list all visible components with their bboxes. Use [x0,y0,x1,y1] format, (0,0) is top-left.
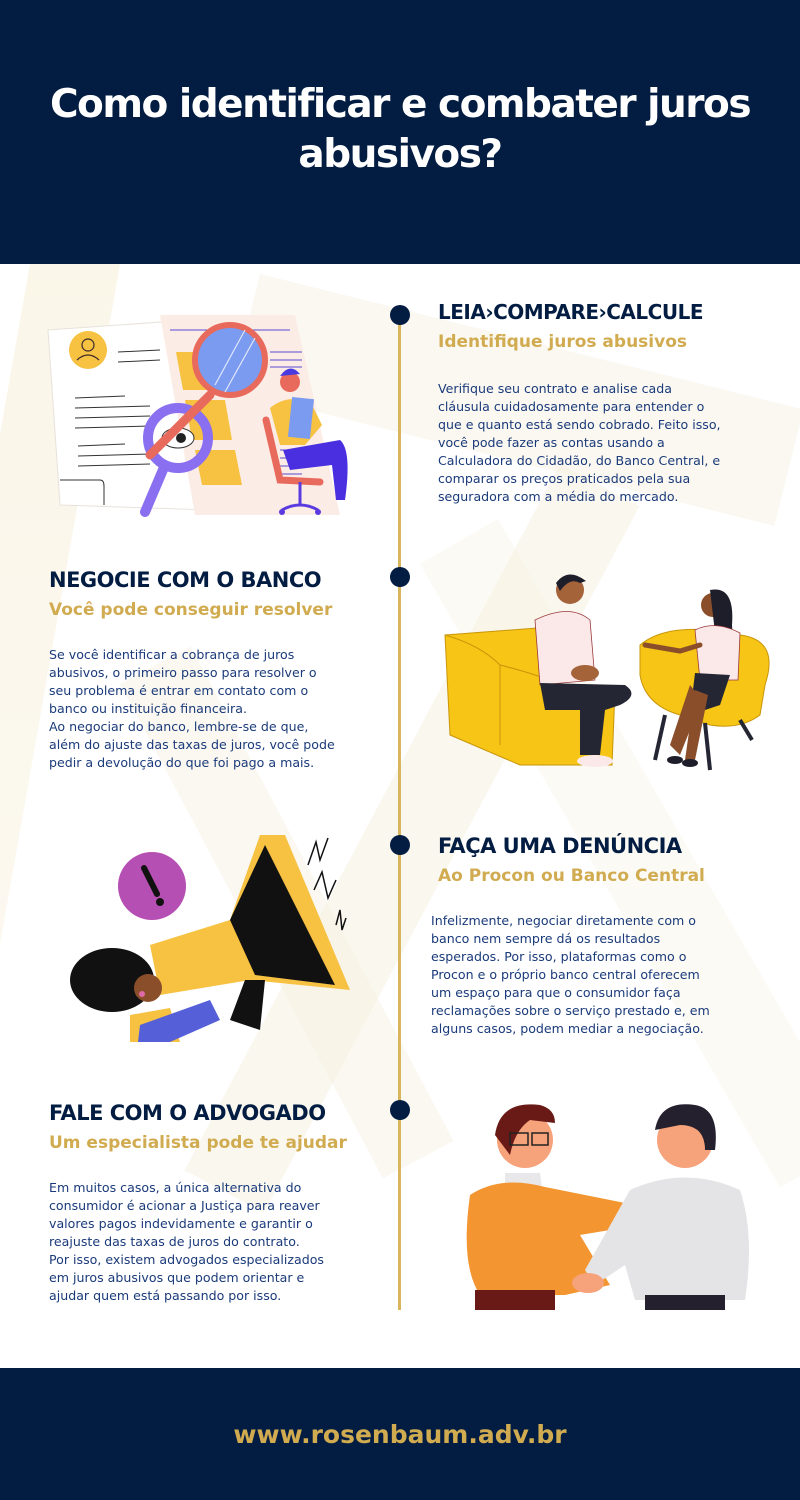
user-avatar-icon [69,331,107,369]
footer-banner: www.rosenbaum.adv.br [0,1368,800,1500]
section-title: FALE COM O ADVOGADO [49,1101,326,1125]
section-title: FAÇA UMA DENÚNCIA [438,834,682,858]
section-body: Se você identificar a cobrança de juros … [49,647,335,770]
timeline-line [398,315,401,1310]
section-faca-uma-denuncia: FAÇA UMA DENÚNCIA Ao Procon ou Banco Cen… [431,834,778,1038]
section-negocie-com-o-banco: NEGOCIE COM O BANCO Você pode conseguir … [49,568,389,772]
two-people-armchairs-illustration [444,574,770,771]
section-fale-com-o-advogado: FALE COM O ADVOGADO Um especialista pode… [49,1101,389,1305]
section-subtitle: Identifique juros abusivos [438,332,687,352]
document-magnifier-woman-illustration [47,315,348,517]
megaphone-woman-illustration [70,835,350,1042]
section-leia-compare-calcule: LEIA›COMPARE›CALCULE Identifique juros a… [438,300,778,506]
page-title: Como identificar e combater juros abusiv… [49,82,752,177]
section-title: NEGOCIE COM O BANCO [49,568,322,592]
timeline-dot [390,567,410,587]
section-title: LEIA›COMPARE›CALCULE [438,300,703,324]
header-banner: Como identificar e combater juros abusiv… [0,0,800,264]
section-subtitle: Um especialista pode te ajudar [49,1133,347,1153]
section-subtitle: Você pode conseguir resolver [49,600,333,620]
section-subtitle: Ao Procon ou Banco Central [438,866,705,886]
timeline-dot [390,305,410,325]
section-body: Em muitos casos, a única alternativa do … [49,1180,324,1303]
section-body: Verifique seu contrato e analise cada cl… [438,381,721,504]
timeline-dot [390,835,410,855]
website-link[interactable]: www.rosenbaum.adv.br [233,1419,567,1449]
handshake-illustration [466,1104,749,1310]
section-body: Infelizmente, negociar diretamente com o… [431,913,710,1036]
timeline-dot [390,1100,410,1120]
